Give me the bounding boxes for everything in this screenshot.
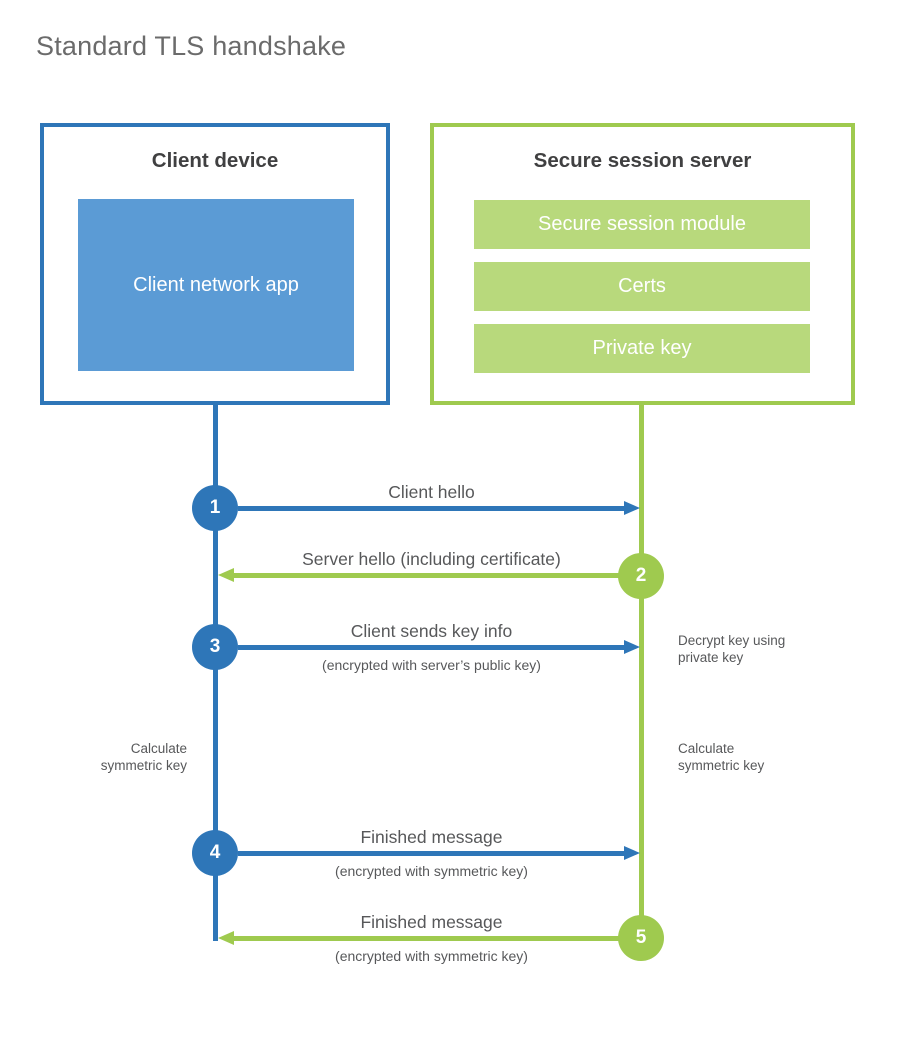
step-5-arrow-left-icon — [218, 931, 619, 945]
step-1-arrow-right-icon — [238, 501, 640, 515]
step-1-number: 1 — [209, 497, 221, 518]
step-5-label: Finished message — [360, 912, 503, 932]
step-2-label: Server hello (including certificate) — [302, 549, 561, 569]
client-device-box: Client device Client network app — [40, 123, 390, 405]
client-device-title: Client device — [151, 149, 279, 172]
secure-session-server-box: Secure session server Secure session mod… — [430, 123, 855, 405]
step-3-marker: 3 — [192, 624, 238, 670]
step-5-sublabel: (encrypted with symmetric key) — [335, 948, 528, 964]
client-network-app-box: Client network app — [78, 199, 354, 371]
step-1-label: Client hello — [388, 482, 475, 502]
certs-label: Certs — [618, 275, 666, 297]
step-3-sublabel: (encrypted with server’s public key) — [322, 657, 541, 673]
step-3-arrow-right-icon — [238, 640, 640, 654]
page-title: Standard TLS handshake — [36, 31, 347, 61]
step-1-marker: 1 — [192, 485, 238, 531]
step-2-marker: 2 — [618, 553, 664, 599]
step-4-label: Finished message — [360, 827, 503, 847]
step-4-arrow-right-icon — [238, 846, 640, 860]
secure-session-server-title: Secure session server — [533, 149, 752, 172]
private-key-label: Private key — [592, 337, 692, 359]
step-5-marker: 5 — [618, 915, 664, 961]
private-key-bar: Private key — [474, 324, 810, 373]
step-5-number: 5 — [635, 927, 647, 948]
step-3-number: 3 — [209, 636, 221, 657]
decrypt-key-note: Decrypt key using private key — [678, 633, 786, 666]
certs-bar: Certs — [474, 262, 810, 311]
step-3-label: Client sends key info — [350, 621, 513, 641]
server-lifeline — [639, 403, 644, 938]
secure-session-module-bar: Secure session module — [474, 200, 810, 249]
step-4-marker: 4 — [192, 830, 238, 876]
step-4-number: 4 — [209, 842, 221, 863]
step-2-number: 2 — [635, 565, 647, 586]
secure-session-module-label: Secure session module — [538, 213, 746, 235]
step-2-arrow-left-icon — [218, 568, 619, 582]
calculate-symmetric-key-note-client: Calculate symmetric key — [100, 741, 187, 774]
calculate-symmetric-key-note-server: Calculate symmetric key — [678, 741, 765, 774]
client-network-app-label: Client network app — [133, 273, 299, 296]
client-lifeline — [213, 403, 218, 941]
step-4-sublabel: (encrypted with symmetric key) — [335, 863, 528, 879]
